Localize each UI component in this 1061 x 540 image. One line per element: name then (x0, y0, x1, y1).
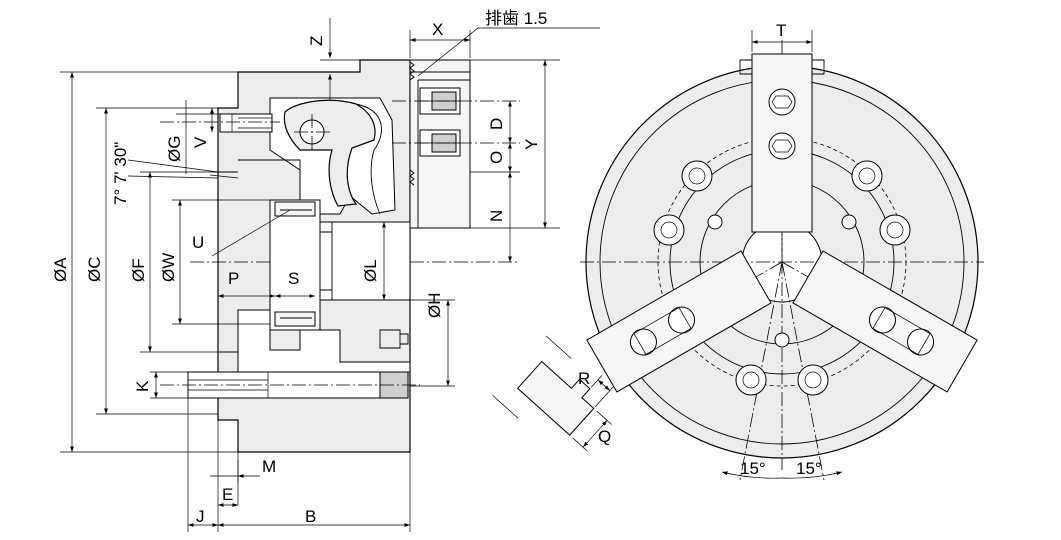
label-k: K (133, 380, 152, 392)
label-s: S (288, 269, 299, 288)
label-r: R (578, 369, 590, 388)
label-o: O (487, 151, 506, 164)
label-deg-left: 15° (740, 459, 766, 478)
label-a: ØA (51, 257, 70, 282)
label-d: D (487, 118, 506, 130)
label-z: Z (307, 36, 326, 46)
label-x: X (432, 20, 443, 39)
label-n: N (487, 210, 506, 222)
plunger-bore (269, 199, 321, 331)
t-slot-detail (492, 335, 615, 452)
label-j: J (196, 507, 205, 526)
label-f: ØF (129, 258, 148, 282)
label-e: E (222, 485, 233, 504)
label-u: U (192, 233, 204, 252)
label-c: ØC (85, 257, 104, 283)
label-b: B (305, 507, 316, 526)
label-l: ØL (361, 259, 380, 282)
dimensions-side (60, 18, 600, 532)
label-m: M (262, 457, 276, 476)
label-g: ØG (165, 136, 184, 162)
label-v: V (191, 136, 210, 148)
label-h: ØH (425, 293, 444, 319)
label-y: Y (522, 139, 541, 150)
label-deg-right: 15° (796, 459, 822, 478)
side-section-view (160, 59, 560, 453)
label-w: ØW (159, 253, 178, 282)
front-view (580, 30, 984, 481)
label-t: T (776, 21, 786, 40)
label-p: P (228, 269, 239, 288)
face-bolts (653, 160, 911, 396)
label-exhaust: 排歯 1.5 (485, 9, 547, 28)
label-q: Q (598, 427, 611, 446)
label-angle: 7° 7' 30" (111, 142, 130, 205)
